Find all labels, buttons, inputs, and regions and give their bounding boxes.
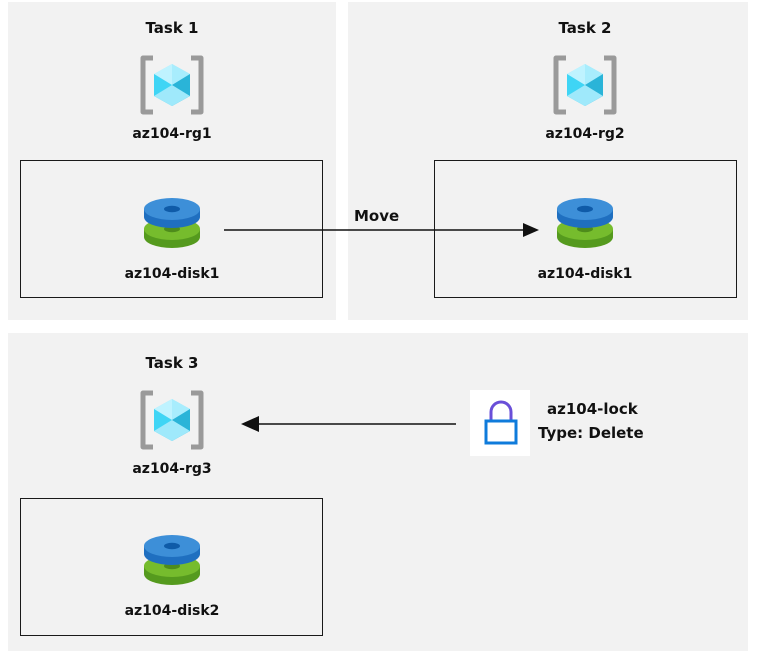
azure-resource-group-icon: [140, 55, 204, 115]
lock-name-label: az104-lock: [547, 400, 638, 418]
lock-type-label: Type: Delete: [538, 424, 644, 442]
task-title-1: Task 1: [145, 19, 199, 37]
move-arrow-label: Move: [354, 207, 400, 225]
azure-disk-icon: [144, 198, 200, 248]
task-title-3: Task 3: [145, 354, 199, 372]
task-title-2: Task 2: [558, 19, 612, 37]
move-arrow: [224, 223, 539, 237]
azure-resource-group-icon: [553, 55, 617, 115]
panel-task3: [8, 333, 748, 651]
resource-container-2: [434, 160, 737, 298]
resource-label-2: az104-disk1: [537, 266, 633, 282]
resource-label-1: az104-disk1: [124, 266, 220, 282]
azure-resource-group-icon: [140, 390, 204, 450]
azure-disk-icon: [557, 198, 613, 248]
resource-container-3: [20, 498, 323, 636]
lock-arrow: [241, 416, 456, 432]
panel-task2: [348, 2, 748, 320]
panel-task1: [8, 2, 336, 320]
resource-group-label-3: az104-rg3: [132, 461, 212, 477]
lock-icon: [484, 400, 518, 445]
azure-disk-icon: [144, 535, 200, 585]
resource-group-label-2: az104-rg2: [545, 126, 625, 142]
resource-group-label-1: az104-rg1: [132, 126, 212, 142]
resource-label-3: az104-disk2: [124, 603, 220, 619]
resource-container-1: [20, 160, 323, 298]
